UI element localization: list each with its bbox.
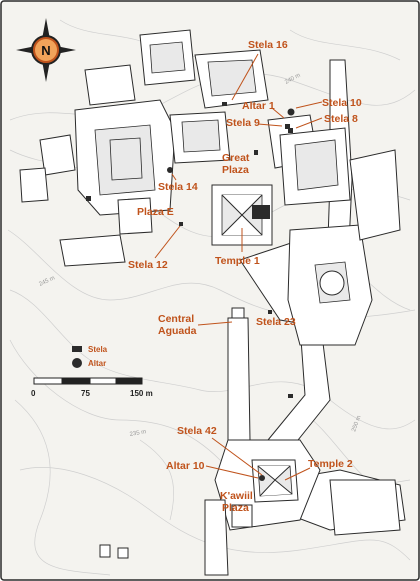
stela-markers [86,102,293,398]
label-kawiil-plaza-1: K'awiil [220,490,253,502]
altar-marker [259,475,265,481]
label-central-aguada-2: Aguada [158,325,197,337]
label-stela-8: Stela 8 [324,113,358,125]
label-great-plaza-2: Plaza [222,164,249,176]
label-altar-10: Altar 10 [166,460,205,472]
elevation-label: 250 m [351,415,362,433]
stela-marker [254,150,258,155]
elevation-label: 235 m [129,429,146,438]
buildings-south [99,479,401,559]
stela-marker [288,394,293,398]
stela-marker [86,196,91,201]
label-central-aguada-1: Central [158,313,194,325]
label-temple-1: Temple 1 [215,255,260,267]
stela-marker [285,124,290,129]
stela-marker [288,128,293,133]
temple-2 [251,459,299,503]
compass-letter: N [41,43,50,58]
buildings-north [19,29,351,267]
scale-bar: 0 75 150 m [31,377,153,398]
label-temple-2: Temple 2 [308,458,353,470]
label-stela-16: Stela 16 [248,39,288,51]
stela-marker [222,102,227,106]
label-great-plaza-1: Great [222,152,250,164]
stela-marker [179,222,183,226]
altar-marker [167,167,173,173]
north-arrow-compass-icon: N [16,18,76,82]
legend-stela-swatch [72,346,82,352]
label-stela-23: Stela 23 [256,316,296,328]
altar-markers [167,108,295,481]
label-stela-14: Stela 14 [158,181,198,193]
aguada-marker [231,307,245,319]
altar-marker [287,108,295,116]
label-stela-9: Stela 9 [226,117,260,129]
buildings-east [287,149,401,346]
label-plaza-e: Plaza E [137,206,174,218]
scale-mid: 75 [81,389,90,398]
scale-start: 0 [31,389,36,398]
label-kawiil-plaza-2: Plaza [222,502,249,514]
label-stela-10: Stela 10 [322,97,362,109]
scale-end: 150 m [130,389,153,398]
legend: Stela Altar [72,345,108,368]
label-stela-42: Stela 42 [177,425,217,437]
legend-altar-label: Altar [88,359,106,368]
legend-stela-label: Stela [88,345,108,354]
map-labels: Stela 16 Altar 1 Stela 10 Stela 9 Stela … [128,39,362,514]
legend-altar-swatch [72,358,82,368]
label-stela-12: Stela 12 [128,259,168,271]
label-altar-1: Altar 1 [242,100,275,112]
stela-marker [268,310,272,314]
